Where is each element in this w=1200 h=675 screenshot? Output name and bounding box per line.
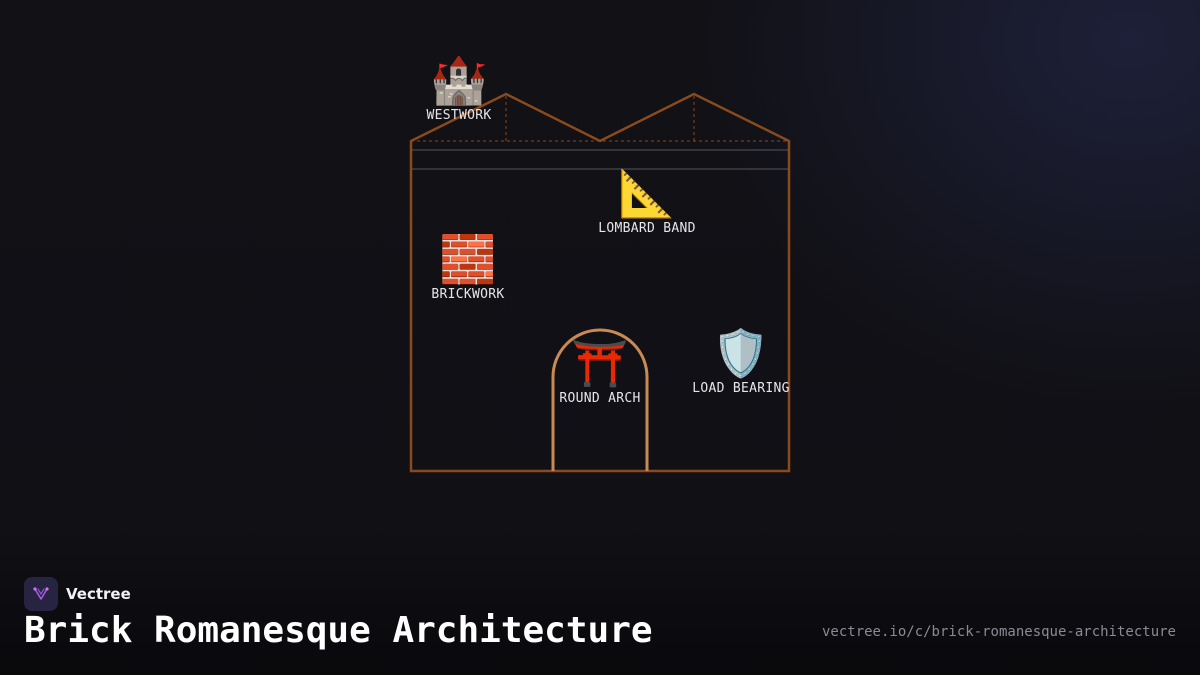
- node-westwork: 🏰 WESTWORK: [379, 54, 539, 123]
- node-label-brickwork: BRICKWORK: [431, 287, 505, 302]
- shield-icon: 🛡️: [712, 326, 770, 380]
- torii-gate-icon: ⛩️: [571, 336, 629, 390]
- node-label-westwork: WESTWORK: [426, 108, 492, 123]
- vectree-logo-icon: [24, 577, 58, 611]
- node-lombard-band: 📐 LOMBARD BAND: [567, 167, 727, 236]
- brick-icon: 🧱: [439, 232, 497, 286]
- node-label-load-bearing: LOAD BEARING: [692, 381, 790, 396]
- node-load-bearing: 🛡️ LOAD BEARING: [661, 327, 821, 396]
- building-outline: [409, 92, 791, 473]
- source-url[interactable]: vectree.io/c/brick-romanesque-architectu…: [821, 624, 1176, 640]
- brand-name: Vectree: [66, 585, 131, 603]
- node-round-arch: ⛩️ ROUND ARCH: [520, 337, 680, 406]
- triangular-ruler-icon: 📐: [618, 166, 676, 220]
- node-label-lombard-band: LOMBARD BAND: [598, 221, 696, 236]
- brand: Vectree: [24, 577, 131, 611]
- castle-icon: 🏰: [430, 53, 488, 107]
- round-arch-door: [551, 328, 649, 471]
- page-title: Brick Romanesque Architecture: [24, 610, 653, 651]
- node-label-round-arch: ROUND ARCH: [559, 391, 641, 406]
- node-brickwork: 🧱 BRICKWORK: [388, 233, 548, 302]
